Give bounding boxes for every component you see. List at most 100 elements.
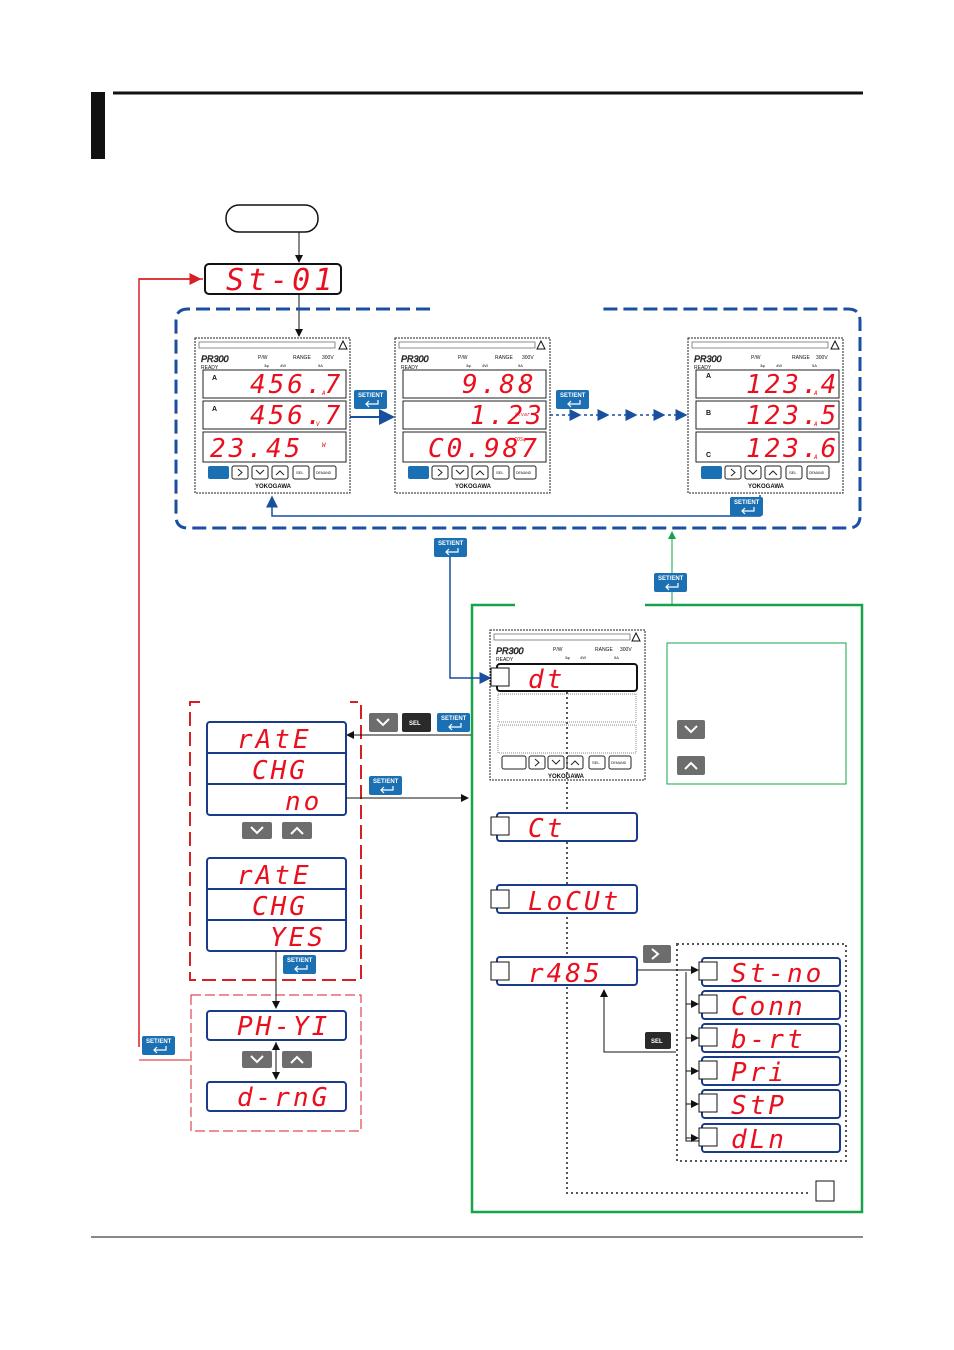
meter-panel-3: PR300 P/W RANGE 300V READY 3φ 4W 5A A B … — [687, 337, 844, 494]
start-display-box — [204, 263, 342, 295]
set-ent-button-1[interactable]: SET/ENT — [354, 390, 387, 409]
phase-display-1: PH-YI — [206, 1010, 347, 1042]
setup-item-locut: LoCUt — [490, 884, 638, 917]
svg-text:DEMAND: DEMAND — [611, 761, 627, 765]
header-black-bar — [91, 92, 105, 159]
key-combo-down-sel-setent[interactable]: SEL SET/ENT — [369, 713, 470, 732]
svg-text:PR300: PR300 — [401, 354, 429, 364]
svg-text:3φ: 3φ — [466, 363, 471, 368]
svg-text:k.var: k.var — [515, 412, 530, 418]
setup-frame — [470, 603, 864, 1214]
meter3-row3: 123.6 — [746, 434, 839, 464]
set-ent-button-3[interactable]: SET/ENT — [730, 497, 763, 516]
step-box-end — [815, 1180, 835, 1202]
svg-text:r485: r485 — [528, 959, 603, 989]
svg-text:P/W: P/W — [553, 647, 563, 653]
svg-text:rAtE: rAtE — [237, 725, 312, 755]
svg-text:SET/ENT: SET/ENT — [734, 500, 760, 506]
svg-text:YOKOGAWA: YOKOGAWA — [255, 484, 292, 490]
svg-text:READY: READY — [496, 657, 514, 663]
updown-keys-phase[interactable] — [242, 1051, 312, 1068]
svg-text:Conn: Conn — [731, 992, 806, 1022]
phase-group — [190, 994, 362, 1132]
start-display-text: St-01 — [226, 263, 336, 298]
svg-text:CHG: CHG — [252, 892, 308, 922]
svg-text:A: A — [212, 375, 217, 382]
set-ent-button-2[interactable]: SET/ENT — [556, 390, 589, 409]
legend-down-button[interactable] — [677, 720, 705, 739]
meter3-row1: 123.4 — [746, 370, 839, 400]
setup-row1: dt — [528, 665, 565, 695]
meter-panel-2: PR300 P/W RANGE 300V READY 3φ 4W 5A 9.88… — [394, 337, 551, 494]
svg-text:READY: READY — [401, 365, 419, 371]
svg-text:RANGE: RANGE — [495, 355, 513, 361]
rs485-item-stno: St-no — [698, 957, 841, 989]
svg-text:4W: 4W — [280, 363, 286, 368]
svg-text:4W: 4W — [776, 363, 782, 368]
svg-text:300V: 300V — [620, 647, 632, 653]
svg-text:5A: 5A — [614, 655, 619, 660]
svg-text:rAtE: rAtE — [237, 861, 312, 891]
svg-text:5A: 5A — [518, 363, 523, 368]
svg-text:P/W: P/W — [751, 355, 761, 361]
set-ent-button-yes[interactable]: SET/ENT — [283, 955, 316, 974]
svg-text:5A: 5A — [812, 363, 817, 368]
svg-text:b-rt: b-rt — [731, 1025, 806, 1055]
right-key-button[interactable] — [643, 945, 671, 963]
svg-text:SEL: SEL — [789, 470, 797, 475]
svg-text:4W: 4W — [482, 363, 488, 368]
svg-text:SEL: SEL — [409, 721, 421, 727]
svg-text:DEMAND: DEMAND — [516, 471, 532, 475]
svg-text:W: W — [322, 442, 327, 449]
svg-text:SEL: SEL — [296, 470, 304, 475]
meter1-row1: 456.7 — [250, 370, 343, 400]
svg-text:COSφ: COSφ — [514, 437, 527, 443]
svg-text:W: W — [522, 379, 527, 386]
svg-text:5A: 5A — [318, 363, 323, 368]
svg-text:A: A — [813, 421, 818, 428]
updown-keys-rate[interactable] — [242, 822, 312, 839]
svg-text:no: no — [285, 787, 322, 817]
svg-text:3φ: 3φ — [760, 363, 765, 368]
meter1-row3: 23.45 — [210, 434, 303, 464]
meter1-row2: 456.7 — [250, 401, 343, 431]
set-ent-button-no[interactable]: SET/ENT — [369, 776, 402, 795]
svg-text:B: B — [706, 410, 711, 417]
meter2-row2: 1.23 — [470, 401, 545, 431]
step-box-dt — [490, 667, 510, 687]
svg-text:SET/ENT: SET/ENT — [146, 1039, 172, 1045]
svg-text:RANGE: RANGE — [595, 647, 613, 653]
svg-text:Ct: Ct — [528, 814, 565, 844]
svg-text:SEL: SEL — [592, 760, 600, 765]
svg-text:A: A — [813, 390, 818, 397]
setup-dotted-flow — [566, 692, 811, 1194]
svg-text:P/W: P/W — [258, 355, 268, 361]
rate-change-yes-display: rAtE CHG YES — [206, 857, 347, 953]
svg-text:Pri: Pri — [731, 1058, 787, 1088]
legend-up-button[interactable] — [677, 756, 705, 775]
set-ent-button-green[interactable]: SET/ENT — [654, 573, 687, 592]
svg-text:RANGE: RANGE — [792, 355, 810, 361]
svg-text:YOKOGAWA: YOKOGAWA — [748, 484, 785, 490]
svg-text:SET/ENT: SET/ENT — [287, 958, 313, 964]
svg-text:SEL: SEL — [496, 470, 504, 475]
return-to-first-arrow — [266, 495, 761, 517]
svg-text:PR300: PR300 — [496, 646, 524, 656]
svg-text:A: A — [321, 390, 326, 397]
rs485-item-dln: dLn — [698, 1123, 841, 1155]
svg-text:DEMAND: DEMAND — [316, 471, 332, 475]
set-ent-button-down[interactable]: SET/ENT — [434, 538, 467, 557]
sel-key-button-r485[interactable]: SEL — [645, 1032, 671, 1049]
svg-text:A: A — [212, 406, 217, 413]
svg-text:RANGE: RANGE — [293, 355, 311, 361]
set-ent-button-left[interactable]: SET/ENT — [142, 1036, 175, 1055]
svg-text:dLn: dLn — [731, 1125, 787, 1155]
setup-item-r485: r485 — [490, 956, 638, 989]
rs485-item-conn: Conn — [698, 990, 841, 1022]
meter-panel-1: PR300 P/W RANGE 300V READY 3φ 4W 5A A A … — [194, 337, 351, 494]
svg-text:P/W: P/W — [458, 355, 468, 361]
svg-text:PH-YI: PH-YI — [237, 1012, 330, 1042]
start-terminator — [225, 204, 319, 233]
meter2-row3: C0.987 — [428, 434, 540, 464]
